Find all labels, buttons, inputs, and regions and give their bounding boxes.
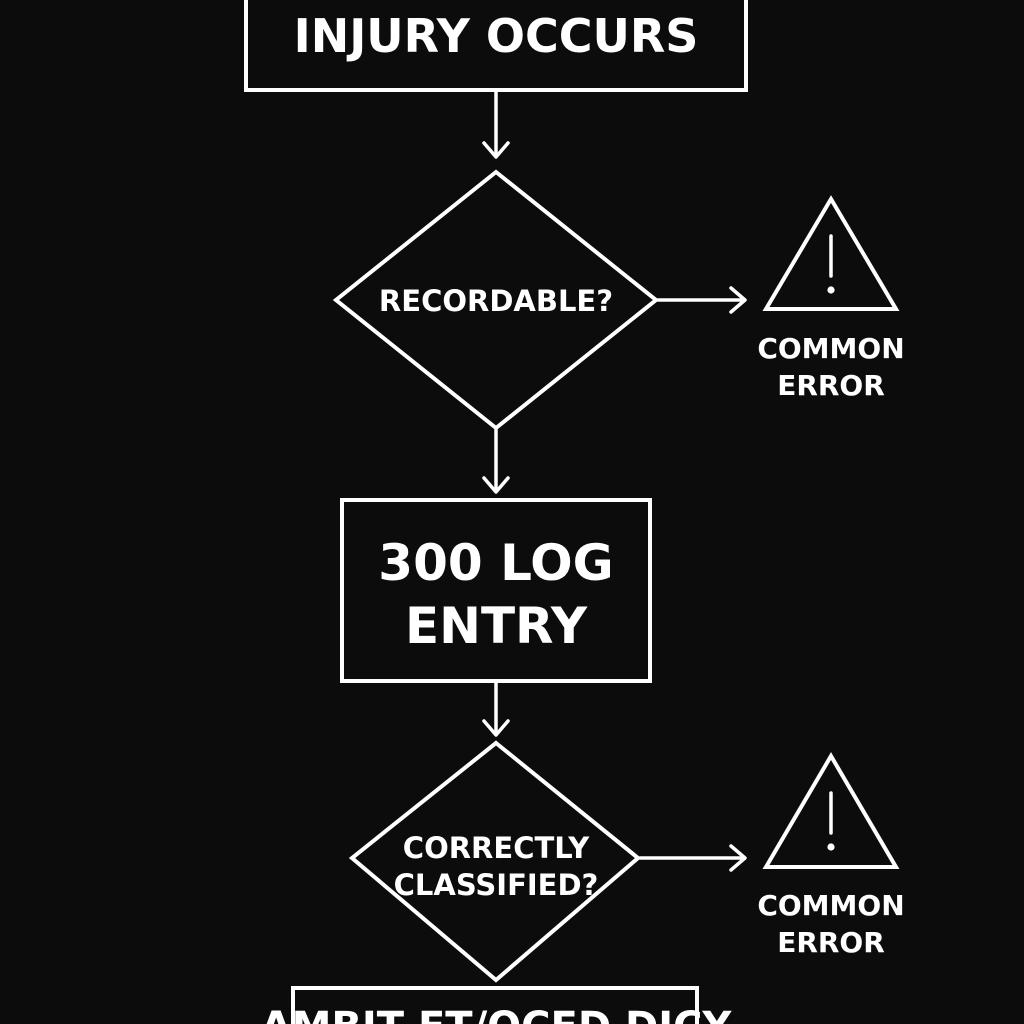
bottom-node-label: AMBIT ET/OCED DICY [261, 1004, 733, 1024]
log-entry-line1: 300 LOG [378, 534, 613, 592]
log-entry-box [340, 498, 652, 683]
arrow-classified-to-warning [638, 844, 747, 872]
warning-2-line1: COMMON [757, 889, 904, 922]
recordable-diamond [332, 169, 660, 431]
classified-line2: CLASSIFIED? [394, 868, 599, 902]
log-entry-line2: ENTRY [405, 597, 588, 655]
start-node-box [244, 0, 748, 92]
warning-triangle-icon [762, 195, 900, 311]
arrow-recordable-to-log [482, 428, 510, 494]
classified-diamond [348, 740, 642, 983]
start-node: INJURY OCCURS [244, 0, 748, 92]
recordable-decision: RECORDABLE? [332, 169, 660, 431]
arrow-recordable-to-warning [656, 286, 747, 314]
classified-decision: CORRECTLY CLASSIFIED? [348, 740, 642, 983]
warning-triangle-icon [762, 752, 900, 869]
bottom-node-box [291, 986, 699, 1024]
bottom-node: AMBIT ET/OCED DICY [261, 986, 733, 1024]
log-entry-node: 300 LOG ENTRY [340, 498, 652, 683]
warning-common-error-1: COMMON ERROR [757, 195, 905, 402]
warning-2-line2: ERROR [777, 926, 885, 959]
warning-1-line1: COMMON [757, 332, 904, 365]
warning-1-line2: ERROR [777, 369, 885, 402]
arrow-start-to-recordable [482, 90, 510, 159]
start-node-label: INJURY OCCURS [294, 9, 699, 63]
warning-common-error-2: COMMON ERROR [757, 752, 905, 959]
recordable-label: RECORDABLE? [379, 284, 613, 318]
arrow-log-to-classified [482, 681, 510, 737]
classified-line1: CORRECTLY [403, 831, 590, 865]
